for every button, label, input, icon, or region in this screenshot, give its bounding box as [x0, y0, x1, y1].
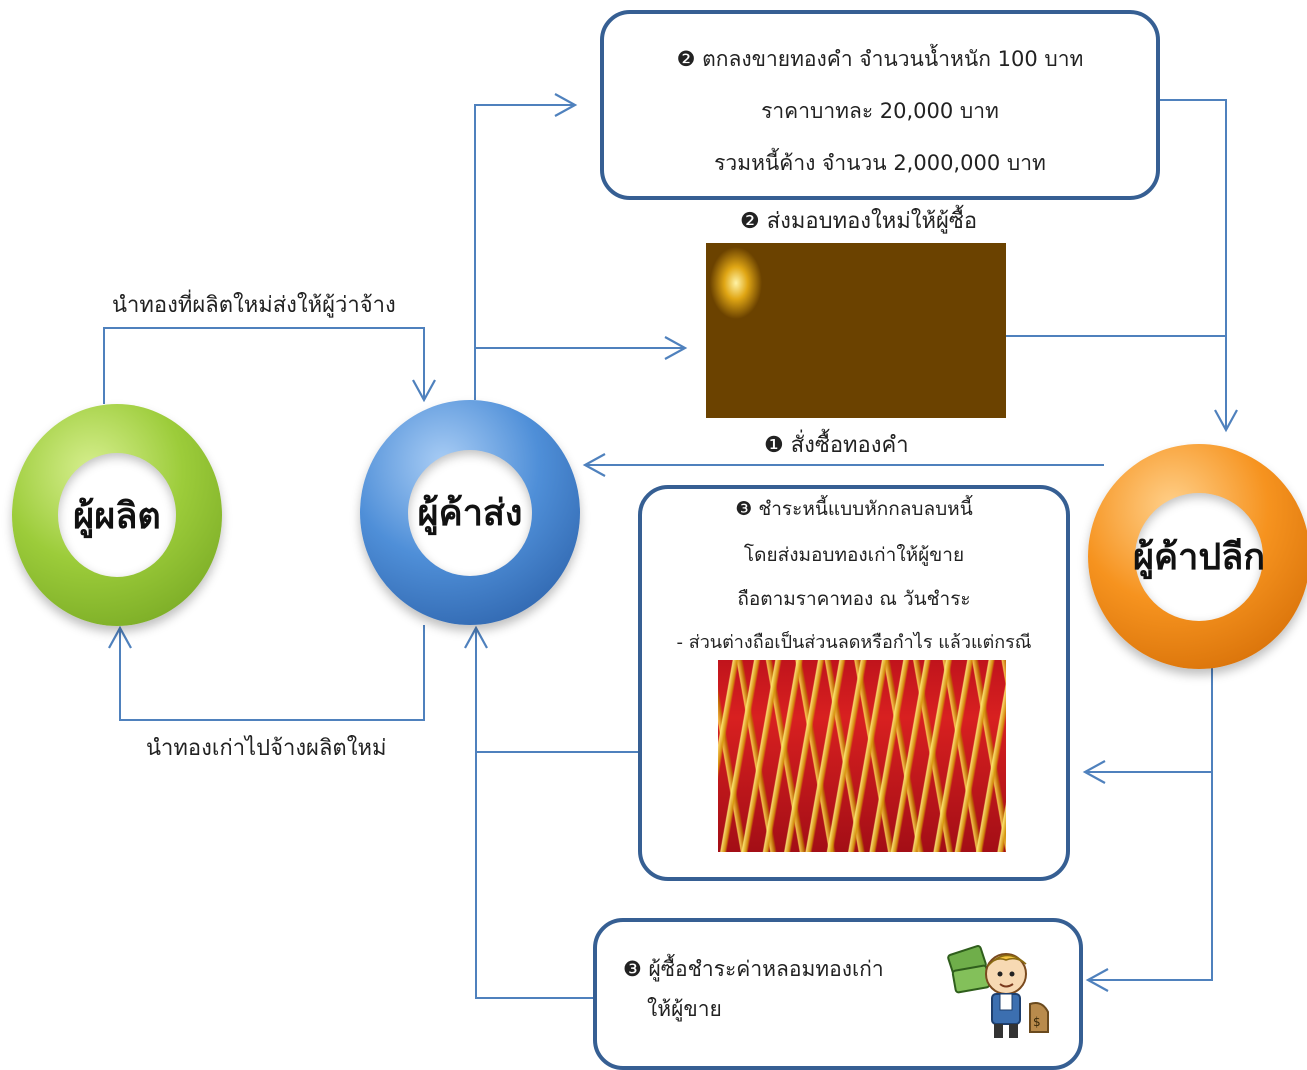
arrow-wholesaler-to-producer — [108, 625, 425, 721]
pay-line-2: ให้ผู้ขาย — [647, 997, 722, 1021]
pay-line-1: ❸ ผู้ซื้อชำระค่าหลอมทองเก่า — [623, 957, 884, 981]
arrow-sale-box-to-retailer — [1160, 99, 1238, 433]
sale-agreement-box: ❷ ตกลงขายทองคำ จำนวนน้ำหนัก 100 บาท ราคา… — [600, 10, 1160, 200]
producer-node-hole: ผู้ผลิต — [58, 453, 176, 577]
producer-node: ผู้ผลิต — [12, 404, 222, 626]
bottom-left-label: นำทองเก่าไปจ้างผลิตใหม่ — [146, 736, 387, 761]
money-clipart-icon: $ — [947, 945, 1049, 1038]
top-left-label: นำทองที่ผลิตใหม่ส่งให้ผู้ว่าจ้าง — [112, 293, 396, 318]
offset-line-3: ถือตามราคาทอง ณ วันชำระ — [737, 588, 971, 610]
wholesaler-node-hole: ผู้ค้าส่ง — [408, 449, 532, 576]
svg-text:$: $ — [1033, 1015, 1041, 1029]
wholesaler-node: ผู้ค้าส่ง — [360, 400, 580, 625]
producer-label: ผู้ผลิต — [73, 495, 161, 537]
gold-bangles-photo — [706, 243, 1006, 418]
retailer-node-hole: ผู้ค้าปลีก — [1132, 492, 1266, 621]
order-label: ❶ สั่งซื้อทองคำ — [764, 433, 909, 458]
offset-line-4: - ส่วนต่างถือเป็นส่วนลดหรือกำไร แล้วแต่ก… — [676, 632, 1032, 653]
deliver-label: ❷ ส่งมอบทองใหม่ให้ผู้ซื้อ — [740, 209, 978, 234]
gold-chains-photo — [718, 660, 1006, 852]
offset-line-1: ❸ ชำระหนี้แบบหักกลบลบหนี้ — [735, 498, 973, 520]
offset-line-2: โดยส่งมอบทองเก่าให้ผู้ขาย — [743, 544, 965, 566]
arrow-producer-to-wholesaler — [103, 327, 436, 404]
wholesaler-label: ผู้ค้าส่ง — [417, 493, 523, 534]
sale-line-1: ❷ ตกลงขายทองคำ จำนวนน้ำหนัก 100 บาท — [676, 47, 1084, 71]
retailer-node: ผู้ค้าปลีก — [1088, 444, 1307, 669]
arrow-pay-box-to-wholesaler — [464, 625, 593, 999]
sale-line-3: รวมหนี้ค้าง จำนวน 2,000,000 บาท — [714, 151, 1046, 175]
sale-line-2: ราคาบาทละ 20,000 บาท — [761, 99, 999, 123]
arrow-wholesaler-to-sale-box — [474, 93, 578, 400]
arrow-retailer-to-offset-box — [1082, 668, 1213, 784]
arrow-retailer-to-pay-box — [1085, 772, 1213, 992]
retailer-label: ผู้ค้าปลีก — [1132, 537, 1266, 578]
